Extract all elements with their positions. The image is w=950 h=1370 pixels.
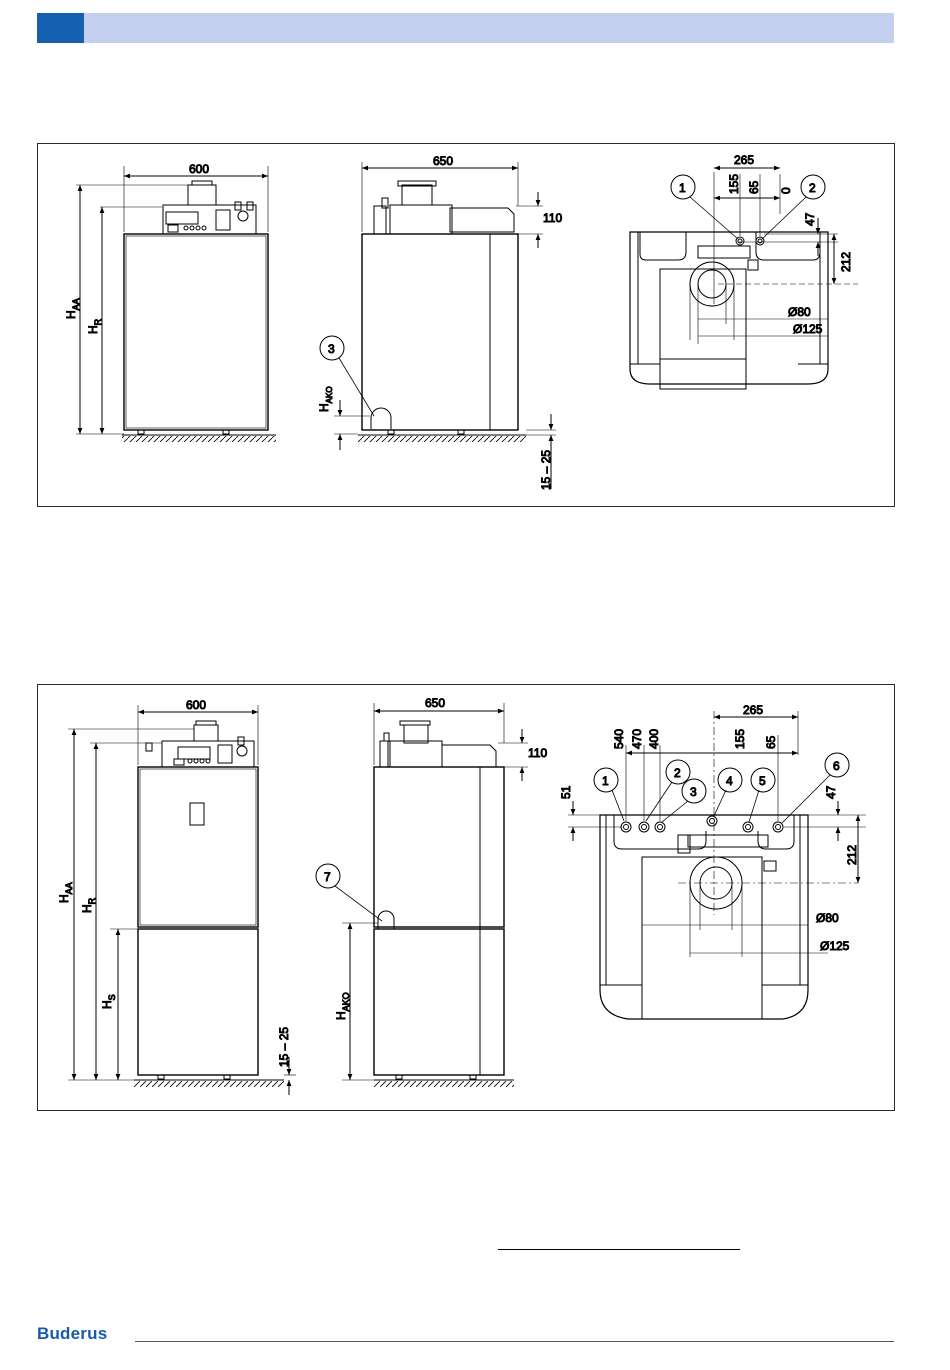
front2-width-dim: 600 [186,698,206,712]
top2-dim-265: 265 [743,703,763,717]
top-dia-80: Ø80 [788,305,811,319]
top-dia-125: Ø125 [793,322,823,336]
top2-dia-80: Ø80 [816,911,839,925]
top2-dim-470: 470 [630,729,644,749]
side-view-2 [316,703,528,1087]
header-band [37,13,894,43]
h-aa-label: HAA [64,298,81,319]
top-view-2 [568,711,866,1019]
top2-dim-65: 65 [764,735,778,749]
h-r-label: HR [86,318,103,334]
side2-top-dim: 110 [528,746,547,760]
h2-aa-label: HAA [57,882,74,903]
buderus-logo: Buderus [37,1324,107,1344]
top2-callout-3: 3 [690,785,697,799]
top2-dim-400: 400 [647,729,661,749]
top-dim-47: 47 [803,212,817,226]
top2-dim-155: 155 [733,729,747,749]
dimension-drawing-2: 600 HAA HR HS 15 – 25 650 11 [37,684,895,1111]
header-accent-block [37,13,84,43]
top-view [630,168,858,389]
top-dim-265: 265 [734,153,754,167]
footer-rule [135,1341,894,1342]
side-view [320,162,556,489]
top2-dia-125: Ø125 [820,939,850,953]
callout-7: 7 [324,870,331,884]
front2-feet-dim: 15 – 25 [277,1027,291,1067]
side-depth-dim: 650 [433,154,453,168]
top-callout-1: 1 [679,181,686,195]
h-ako-label: HAKO [317,386,334,412]
footnote-rule [498,1249,740,1250]
top2-callout-4: 4 [726,774,733,788]
top-dim-0: 0 [779,187,793,194]
h2-r-label: HR [80,897,97,913]
top-dim-155: 155 [727,174,741,194]
top2-dim-51: 51 [559,785,573,799]
side-top-dim: 110 [543,211,562,225]
h2-s-label: HS [100,994,117,1009]
front-width-dim: 600 [189,162,209,176]
front-view-2 [68,705,296,1095]
top-dim-212: 212 [839,252,853,272]
feet-dim: 15 – 25 [539,450,553,490]
top2-callout-1: 1 [602,774,609,788]
top2-callout-5: 5 [759,774,766,788]
dimension-drawing-1: 600 HAA HR [37,143,895,507]
front-view [76,166,276,442]
top2-dim-540: 540 [612,729,626,749]
top-callout-2: 2 [809,181,816,195]
top2-dim-47: 47 [824,785,838,799]
side2-depth-dim: 650 [425,696,445,710]
top-dim-65: 65 [747,180,761,194]
top2-dim-212: 212 [845,845,859,865]
callout-3: 3 [328,342,335,356]
h2-ako-label: HAKO [334,992,351,1020]
top2-callout-2: 2 [674,766,681,780]
top2-callout-6: 6 [833,759,840,773]
